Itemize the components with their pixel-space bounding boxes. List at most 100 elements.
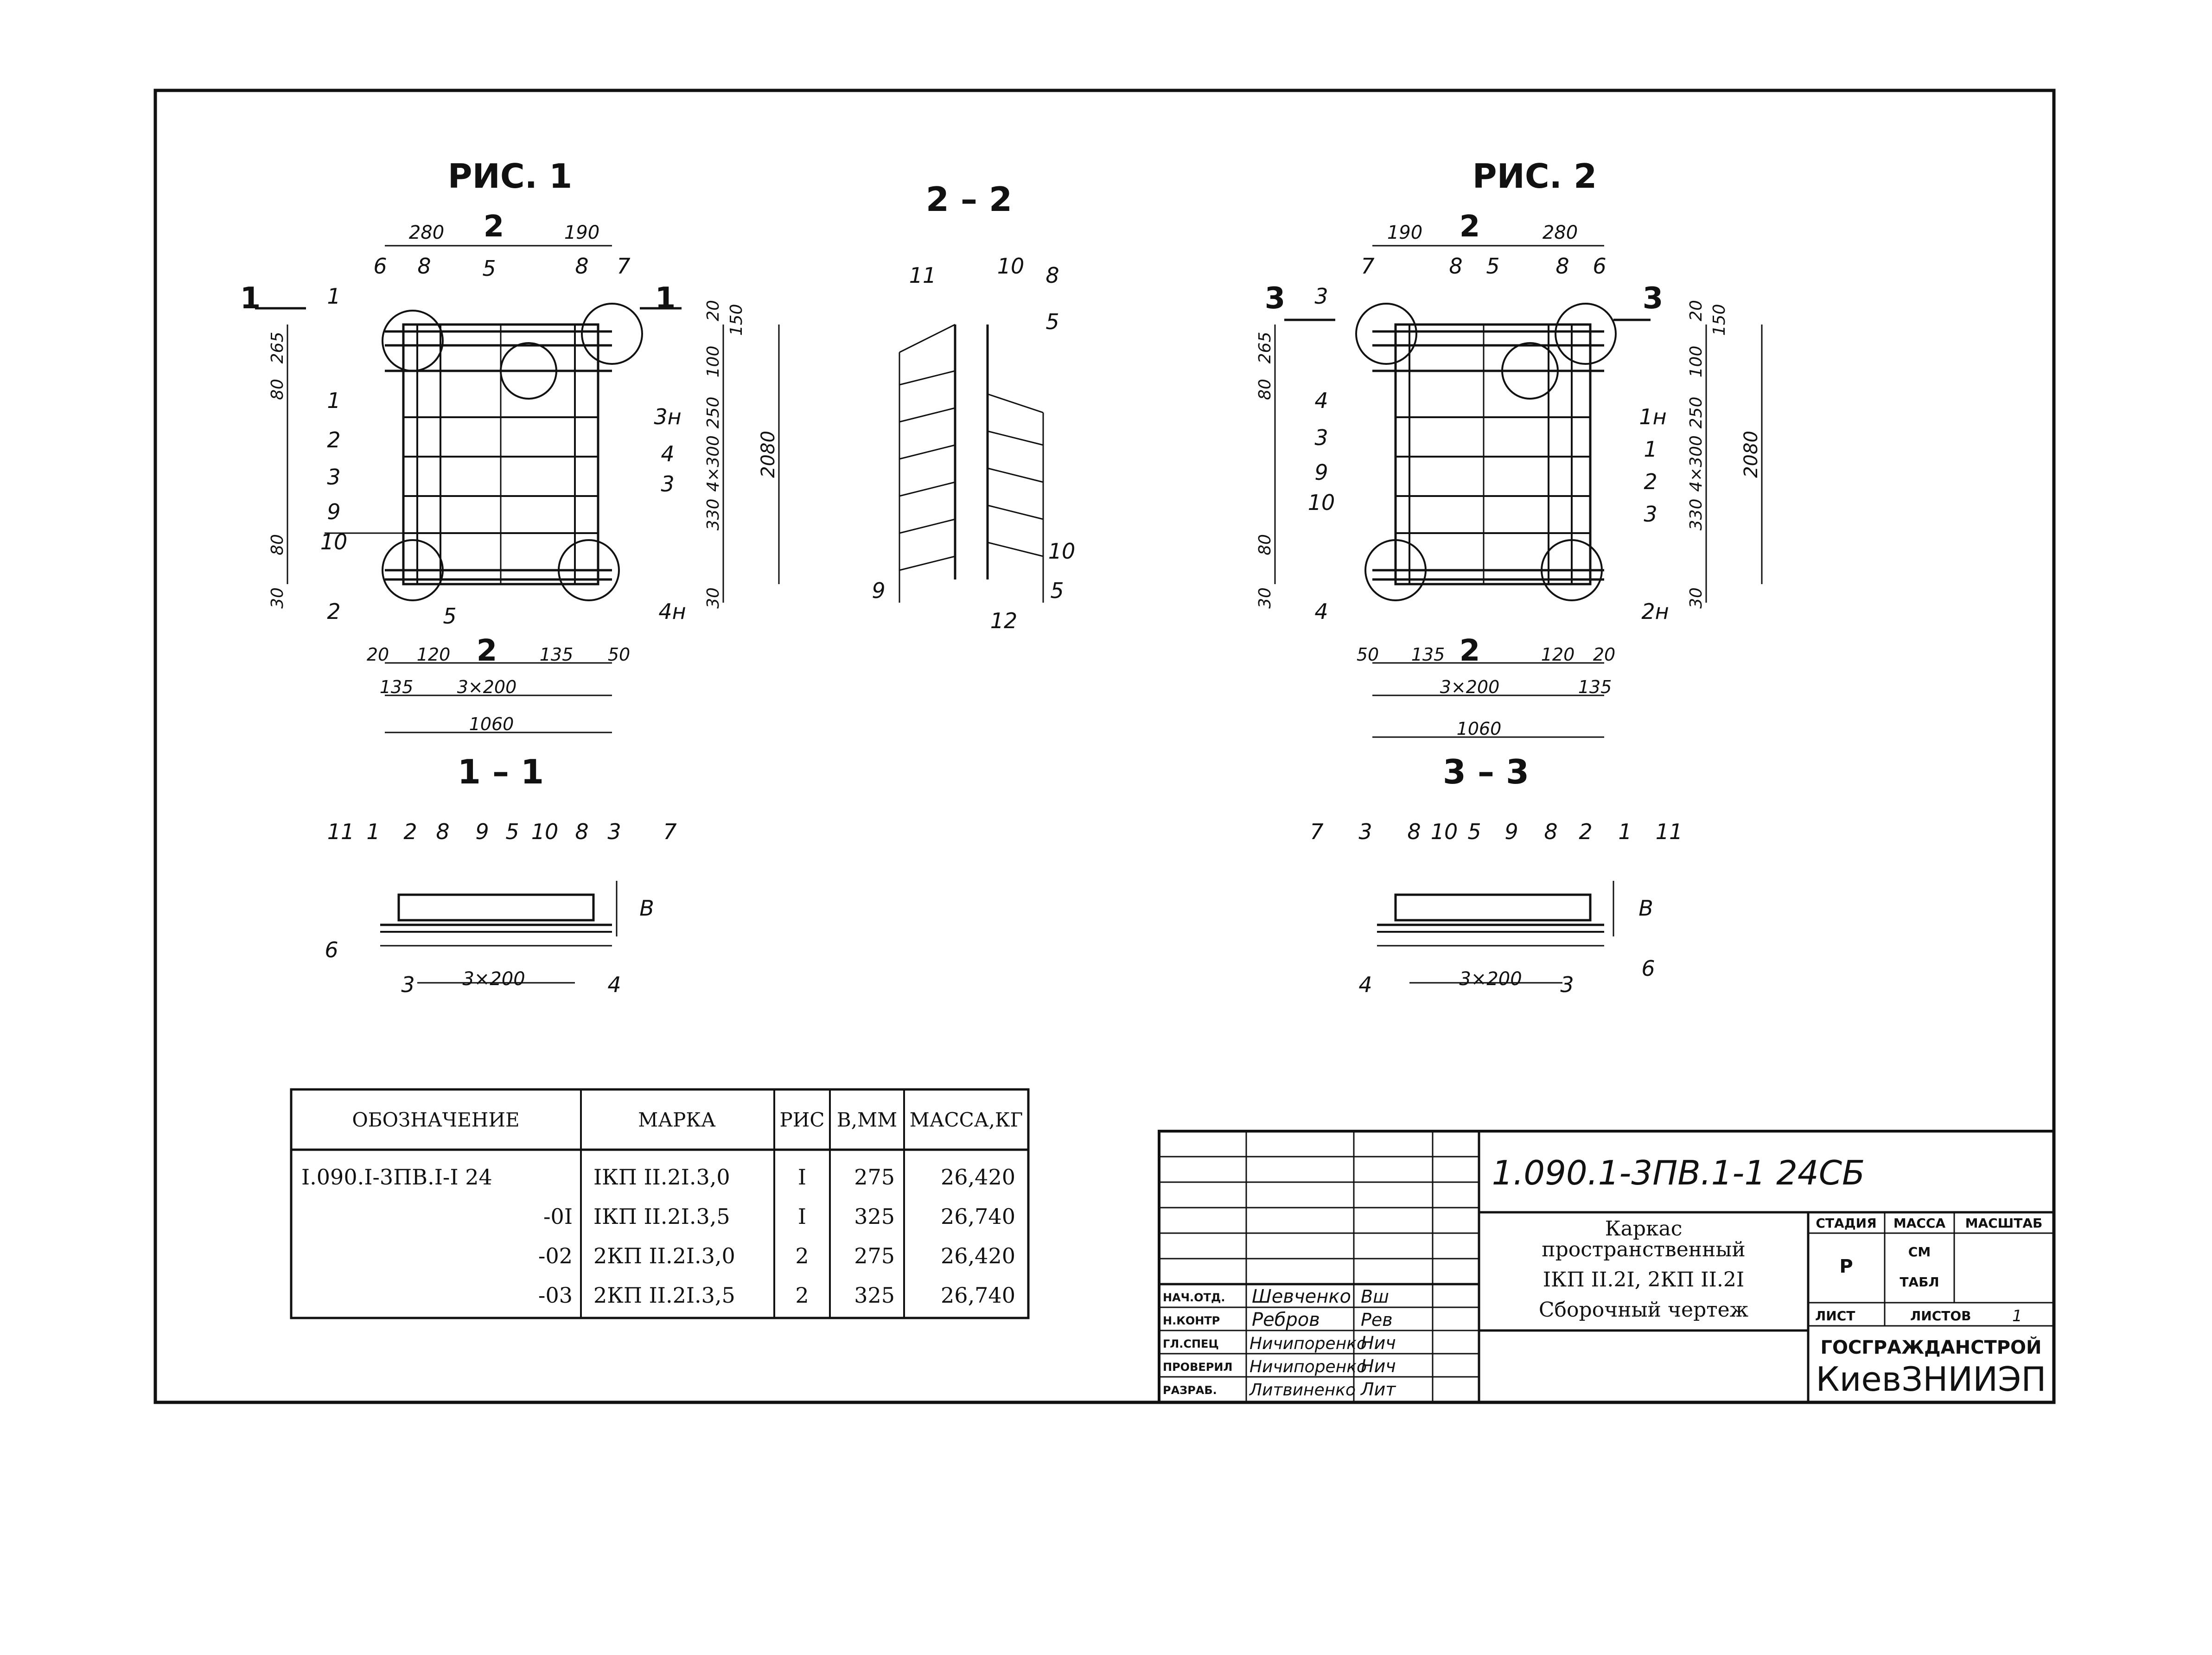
sec11-mark-6: 5 bbox=[505, 819, 519, 844]
fig2-left-mark-3: 3 bbox=[1314, 425, 1328, 450]
fig2-bottom-dim-4: 20 bbox=[1593, 644, 1615, 665]
mass-label: МАССА bbox=[1893, 1216, 1946, 1231]
fig1-cut-label-top: 2 bbox=[484, 210, 504, 244]
sign-name-2: Ребров bbox=[1252, 1309, 1320, 1330]
figure-2: РИС. 2 190 280 7 8 5 8 bbox=[1256, 157, 1763, 739]
spec-header-mass: МАССА,КГ bbox=[910, 1108, 1023, 1131]
spec-row-2-designation: -0I bbox=[543, 1204, 573, 1229]
fig2-right-mark-3: 2 bbox=[1644, 469, 1657, 494]
sec33-dim: 3×200 bbox=[1459, 968, 1522, 990]
fig2-top-dim-1: 190 bbox=[1387, 222, 1422, 243]
scale-label: МАСШТАБ bbox=[1965, 1216, 2043, 1231]
spec-row-3-designation: -02 bbox=[538, 1243, 573, 1268]
stage-label: СТАДИЯ bbox=[1816, 1216, 1876, 1231]
fig1-right-mark-4: 4н bbox=[658, 599, 686, 624]
fig1-right-dim-2: 150 bbox=[727, 304, 746, 336]
sign-mark-2: Рев bbox=[1361, 1310, 1393, 1330]
fig1-right-dim-6: 330 bbox=[704, 499, 723, 531]
fig2-bottom-dim-5: 3×200 bbox=[1440, 677, 1500, 697]
section-1-1-title: 1 – 1 bbox=[458, 752, 544, 791]
fig1-cut-label-left: 1 bbox=[240, 281, 261, 316]
sec22-mark-2: 10 bbox=[997, 254, 1025, 279]
sec22-mark-3: 8 bbox=[1045, 263, 1059, 288]
sec11-mark-2: 1 bbox=[366, 819, 380, 844]
sec22-mark-7: 5 bbox=[1050, 578, 1064, 603]
fig2-left-mark-2: 4 bbox=[1314, 388, 1328, 413]
spec-row-1-designation: I.090.I-3ПВ.I-I 24 bbox=[301, 1165, 492, 1190]
fig1-bottom-dim-1: 20 bbox=[367, 644, 389, 665]
fig1-left-dim-1: 265 bbox=[268, 332, 287, 364]
fig1-right-mark-5: 5 bbox=[443, 604, 456, 629]
fig1-top-mark-4: 8 bbox=[575, 254, 588, 279]
spec-row-2-mass: 26,740 bbox=[941, 1204, 1015, 1229]
fig1-bottom-dim-6: 3×200 bbox=[457, 677, 517, 697]
fig1-bottom-dim-3: 135 bbox=[540, 644, 574, 665]
fig2-left-mark-5: 10 bbox=[1308, 490, 1335, 515]
sign-role-1: НАЧ.ОТД. bbox=[1163, 1291, 1225, 1304]
fig2-left-mark-1: 3 bbox=[1314, 284, 1328, 309]
doc-title-line-4: Сборочный чертеж bbox=[1539, 1298, 1748, 1322]
fig2-top-mark-3: 5 bbox=[1486, 254, 1499, 279]
sec33-mark-5: 5 bbox=[1467, 819, 1481, 844]
sign-role-4: ПРОВЕРИЛ bbox=[1163, 1361, 1232, 1374]
spec-row-2-b: 325 bbox=[854, 1204, 895, 1229]
section-1-1: 1 – 1 11 1 2 8 9 5 10 8 3 7 6 3 4 B 3×20… bbox=[325, 752, 676, 997]
spec-row-3-mass: 26,420 bbox=[941, 1243, 1015, 1268]
spec-header-fig: РИС bbox=[779, 1108, 824, 1131]
fig1-left-mark-2: 1 bbox=[327, 388, 340, 413]
sec22-mark-1: 11 bbox=[909, 263, 937, 288]
sheets-label: ЛИСТОВ bbox=[1910, 1308, 1971, 1324]
doc-title-line-3: IКП II.2I, 2КП II.2I bbox=[1543, 1268, 1744, 1292]
fig2-bottom-dim-6: 135 bbox=[1578, 677, 1612, 697]
stage-value: Р bbox=[1839, 1256, 1853, 1277]
fig2-top-mark-1: 7 bbox=[1361, 254, 1374, 279]
sheets-value: 1 bbox=[2012, 1307, 2022, 1325]
sign-mark-1: Вш bbox=[1361, 1286, 1389, 1307]
fig2-left-dim-3: 80 bbox=[1256, 534, 1275, 555]
sec11-mark-12: 3 bbox=[401, 972, 414, 997]
sign-name-5: Литвиненко bbox=[1249, 1381, 1356, 1400]
fig2-bottom-dim-2: 135 bbox=[1411, 644, 1445, 665]
spec-header-mark: МАРКА bbox=[638, 1108, 716, 1131]
sign-mark-3: Нич bbox=[1361, 1333, 1396, 1353]
sec33-mark-4: 10 bbox=[1431, 819, 1458, 844]
fig2-right-dim-6: 330 bbox=[1687, 499, 1706, 531]
sec33-mark-7: 8 bbox=[1544, 819, 1557, 844]
spec-header-designation: ОБОЗНАЧЕНИЕ bbox=[352, 1108, 519, 1131]
fig2-top-dim-2: 280 bbox=[1543, 222, 1578, 243]
doc-code: 1.090.1-3ПВ.1-1 24СБ bbox=[1492, 1153, 1865, 1192]
fig2-right-mark-5: 2н bbox=[1641, 599, 1669, 624]
sec33-mark-9: 1 bbox=[1618, 819, 1632, 844]
sign-name-1: Шевченко bbox=[1252, 1286, 1351, 1307]
fig1-bottom-dim-7: 1060 bbox=[469, 714, 514, 734]
fig1-right-dim-4: 250 bbox=[704, 397, 723, 429]
mass-value-1: СМ bbox=[1908, 1244, 1931, 1260]
fig1-right-mark-2: 4 bbox=[661, 441, 674, 466]
spec-row-2-mark: IКП II.2I.3,5 bbox=[593, 1204, 730, 1229]
fig1-top-dim-2: 190 bbox=[564, 222, 599, 243]
fig2-right-dim-2: 150 bbox=[1710, 304, 1729, 336]
fig1-left-mark-5: 9 bbox=[327, 499, 340, 524]
spec-row-1-mass: 26,420 bbox=[941, 1165, 1015, 1190]
sec33-mark-10: 11 bbox=[1656, 819, 1683, 844]
sec22-mark-5: 9 bbox=[872, 578, 885, 603]
sign-mark-5: Лит bbox=[1360, 1379, 1396, 1400]
spec-row-4-fig: 2 bbox=[795, 1283, 809, 1308]
fig1-cut-label-right: 1 bbox=[655, 281, 676, 316]
sheet-frame bbox=[153, 89, 2056, 1404]
sec11-mark-5: 9 bbox=[475, 819, 489, 844]
fig2-left-dim-1: 265 bbox=[1256, 332, 1275, 364]
sec11-mark-4: 8 bbox=[436, 819, 449, 844]
sign-role-5: РАЗРАБ. bbox=[1163, 1384, 1217, 1397]
sec33-mark-1: 7 bbox=[1310, 819, 1323, 844]
fig2-top-mark-5: 6 bbox=[1593, 254, 1606, 279]
fig2-mesh bbox=[1355, 303, 1617, 601]
fig2-top-mark-2: 8 bbox=[1449, 254, 1462, 279]
fig1-top-mark-1: 6 bbox=[373, 254, 387, 279]
section-2-2: 2 – 2 11 10 8 5 9 10 5 12 bbox=[872, 180, 1075, 633]
fig1-right-dim-8: 2080 bbox=[758, 431, 779, 478]
sec33-mark-3: 8 bbox=[1407, 819, 1421, 844]
sec11-dim: 3×200 bbox=[462, 968, 525, 990]
fig2-right-dim-8: 2080 bbox=[1740, 431, 1762, 478]
